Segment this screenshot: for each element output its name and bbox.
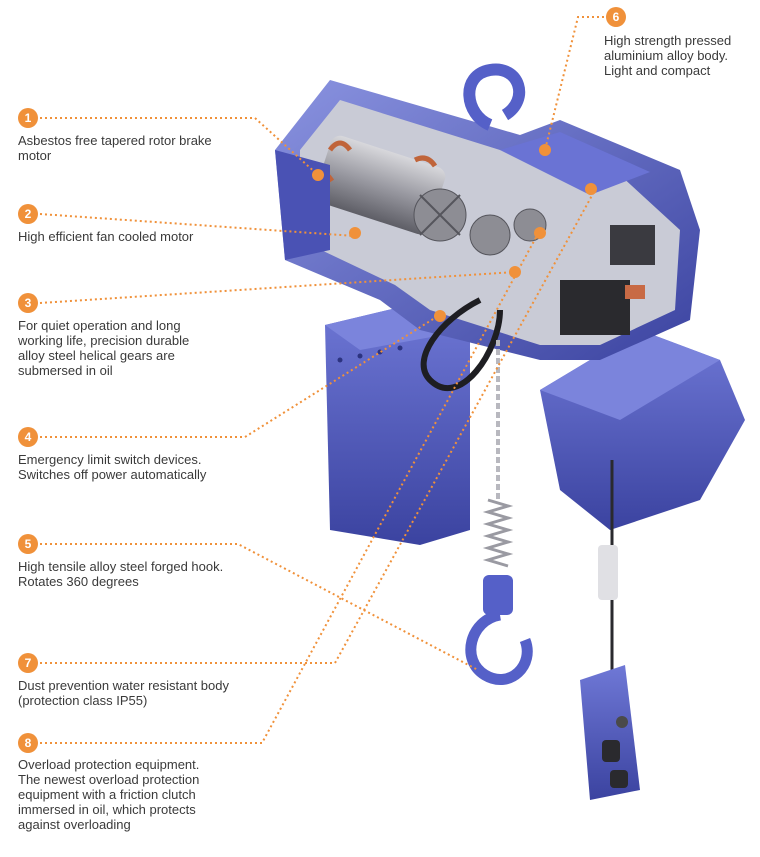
callout-number-badge: 3 [18, 293, 38, 313]
load-chain [482, 340, 514, 568]
marker-dot-7 [585, 183, 597, 195]
callout-text: Emergency limit switch devices. Switches… [18, 452, 207, 482]
callout-number-badge: 1 [18, 108, 38, 128]
marker-dot-6 [539, 144, 551, 156]
leader-line-5 [40, 543, 479, 671]
leader-line-6 [544, 16, 604, 151]
callout-number-badge: 8 [18, 733, 38, 753]
control-pendant [580, 460, 640, 800]
leader-line-1 [40, 117, 319, 176]
callout-text: Overload protection equipment. The newes… [18, 757, 200, 832]
leader-line-3 [39, 271, 516, 304]
marker-dot-4 [434, 310, 446, 322]
callout-number-badge: 7 [18, 653, 38, 673]
marker-dot-8 [534, 227, 546, 239]
callout-text: Dust prevention water resistant body (pr… [18, 678, 229, 708]
power-cable [420, 297, 503, 391]
callout-text: High tensile alloy steel forged hook. Ro… [18, 559, 224, 589]
callout-text: For quiet operation and long working lif… [18, 318, 190, 378]
marker-dot-1 [312, 169, 324, 181]
hoist-main-body [275, 80, 700, 360]
callout-text: Asbestos free tapered rotor brake motor [18, 133, 212, 163]
marker-dot-3 [509, 266, 521, 278]
leader-line-4 [40, 315, 439, 438]
suspension-hook [463, 63, 526, 131]
callout-number-badge: 2 [18, 204, 38, 224]
leader-line-7 [40, 189, 596, 664]
chain-container-right [540, 330, 745, 530]
callout-number-badge: 6 [606, 7, 626, 27]
callout-text: High efficient fan cooled motor [18, 229, 194, 244]
callout-number-badge: 4 [18, 427, 38, 447]
bottom-hook [465, 575, 533, 685]
callout-text: High strength pressed aluminium alloy bo… [604, 33, 732, 78]
callout-number-badge: 5 [18, 534, 38, 554]
marker-dot-2 [349, 227, 361, 239]
leader-line-8 [40, 229, 541, 744]
